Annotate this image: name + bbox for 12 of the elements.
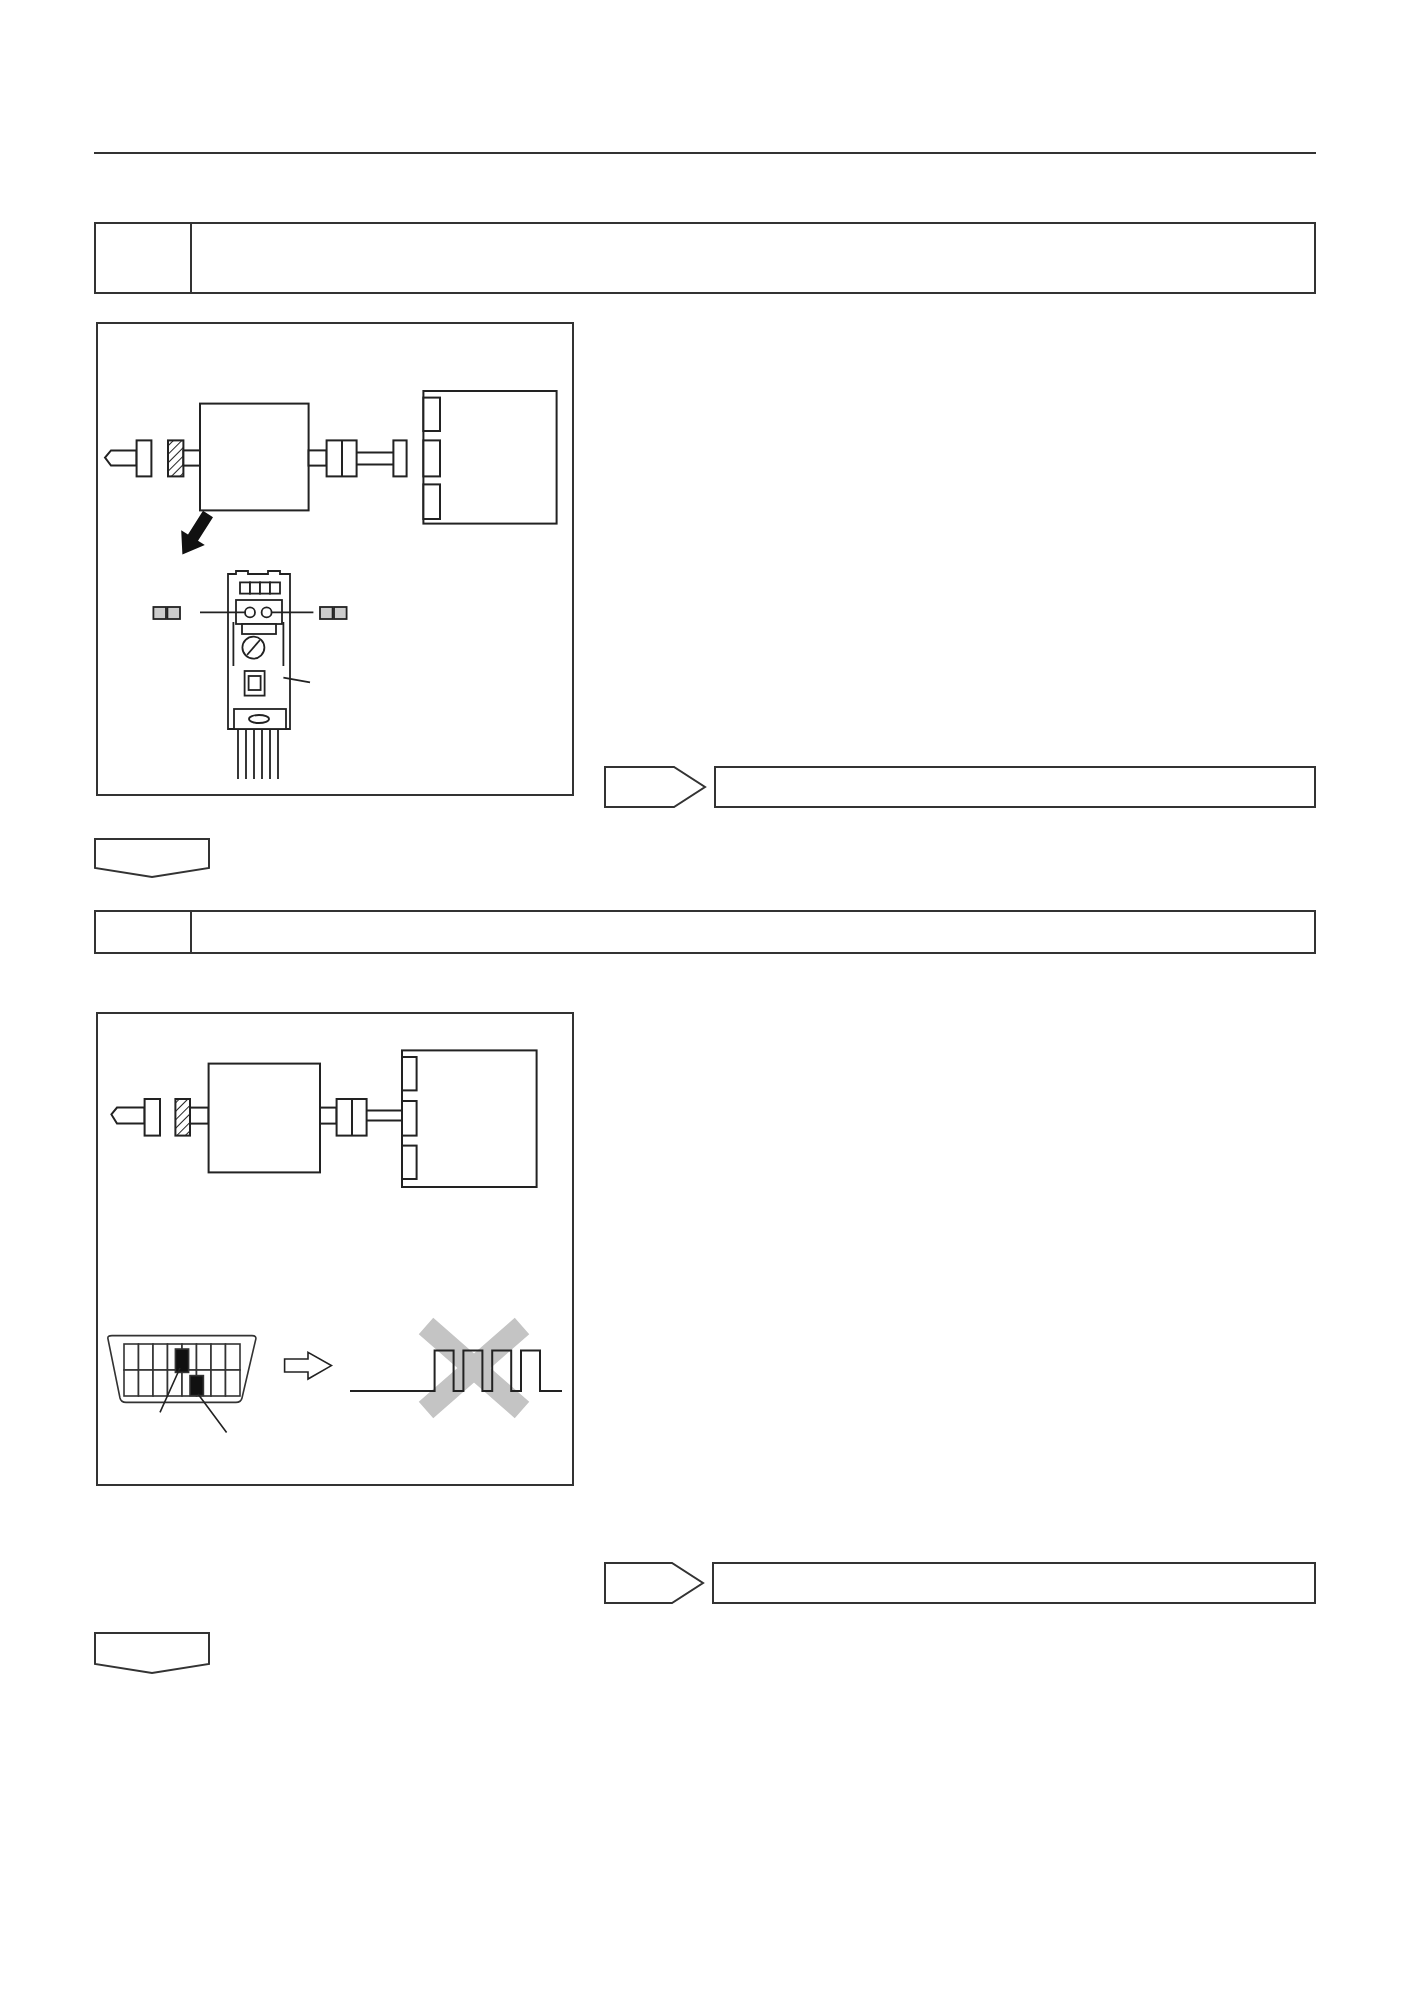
step-title-box <box>190 222 1316 294</box>
result-box <box>712 1562 1316 1604</box>
arrow-tag <box>604 766 706 808</box>
arrow-tag <box>604 1562 704 1604</box>
result-box <box>714 766 1316 808</box>
wiring-illustration <box>96 1012 574 1486</box>
step-number-box <box>94 222 192 294</box>
wiring-illustration <box>96 322 574 796</box>
chevron-tag <box>94 838 210 878</box>
chevron-tag <box>94 1632 210 1674</box>
step-number-box <box>94 910 192 954</box>
step-title-box <box>190 910 1316 954</box>
